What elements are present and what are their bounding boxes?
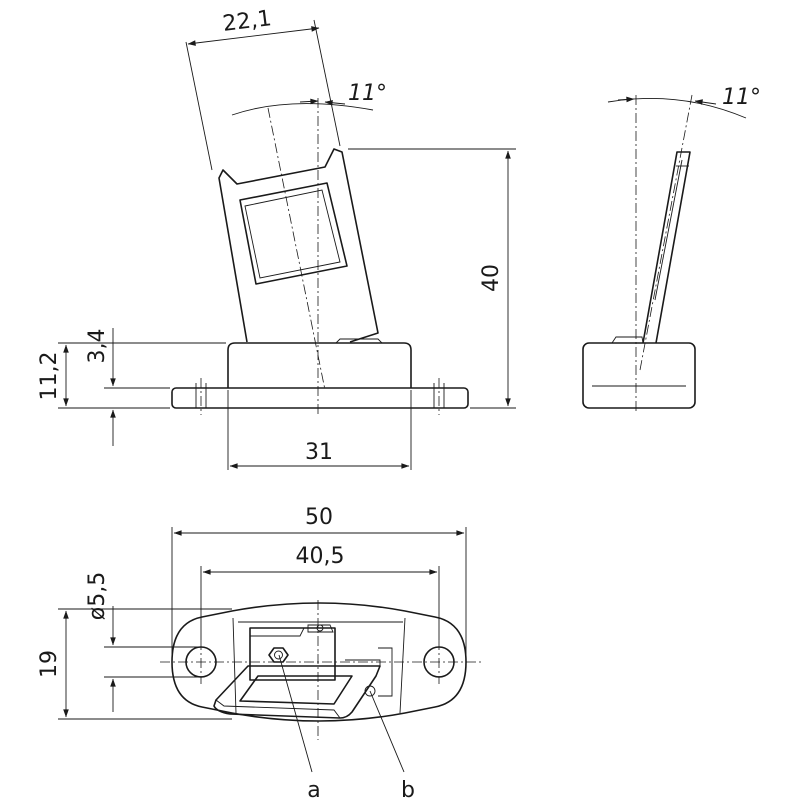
dim-40-5-label: 40,5 [296,544,345,569]
front-actuator-window-outer [239,182,348,285]
callout-b-leader [369,690,405,773]
dim-50-label: 50 [305,505,333,530]
top-side-bracket-detail [345,659,381,666]
front-tilted-centerline [267,107,326,391]
dim-angle-front-arrow-2 [324,99,346,106]
front-actuator [218,148,379,343]
dim-31-label: 31 [305,440,333,465]
front-actuator-window-inner [244,189,341,279]
callout-a-label: a [307,778,320,800]
front-view [171,98,469,415]
dim-11-label: 11,2 [37,352,62,401]
dim-dia-label: ø5,5 [85,572,110,620]
side-rod-inner-line [654,159,683,301]
dim-40-label: 40 [479,264,504,292]
top-hex-screw-socket [274,650,283,660]
dim-22-ext-right [313,19,341,147]
side-tilted-centerline [639,94,693,371]
dim-22-line [187,26,320,46]
dim-angle-side-arrow-2 [694,99,717,105]
top-view [160,600,482,740]
dim-angle-side-label: 11° [722,85,761,110]
dim-3-label: 3,4 [85,329,110,364]
top-dimensions: 50 40,5 ø5,5 19 a b [37,505,467,800]
top-internal-block-detail [250,627,305,637]
front-base-flange [171,387,469,409]
callout-a-leader [278,654,313,773]
top-housing-sides [232,617,406,714]
dim-19-label: 19 [37,650,62,678]
front-housing [227,342,412,388]
dim-angle-side-arrow-1 [617,96,635,103]
top-actuator-loop-edge [215,699,341,719]
top-internal-block [249,627,336,681]
top-side-bracket [378,647,393,697]
top-internal-tab-hole [316,624,324,632]
top-actuator-loop-inner [239,675,353,705]
dim-22-label: 22,1 [221,6,273,37]
front-dimensions: 22,1 11° 40 11,2 3,4 31 [37,6,516,470]
callout-b-label: b [401,778,415,800]
dim-angle-front-arc [231,103,374,116]
top-actuator-loop-outer [213,665,381,719]
top-hex-screw [268,647,289,663]
top-internal-tab [307,624,334,633]
side-actuator-rod [642,151,691,344]
dim-22-ext-left [185,41,213,171]
side-view: 11° [582,85,761,412]
side-actuator-foot [611,336,644,344]
side-housing [582,342,696,409]
dim-angle-front-label: 11° [348,81,387,106]
dim-angle-front-arrow-1 [299,98,319,105]
top-flange-plate [171,602,467,722]
